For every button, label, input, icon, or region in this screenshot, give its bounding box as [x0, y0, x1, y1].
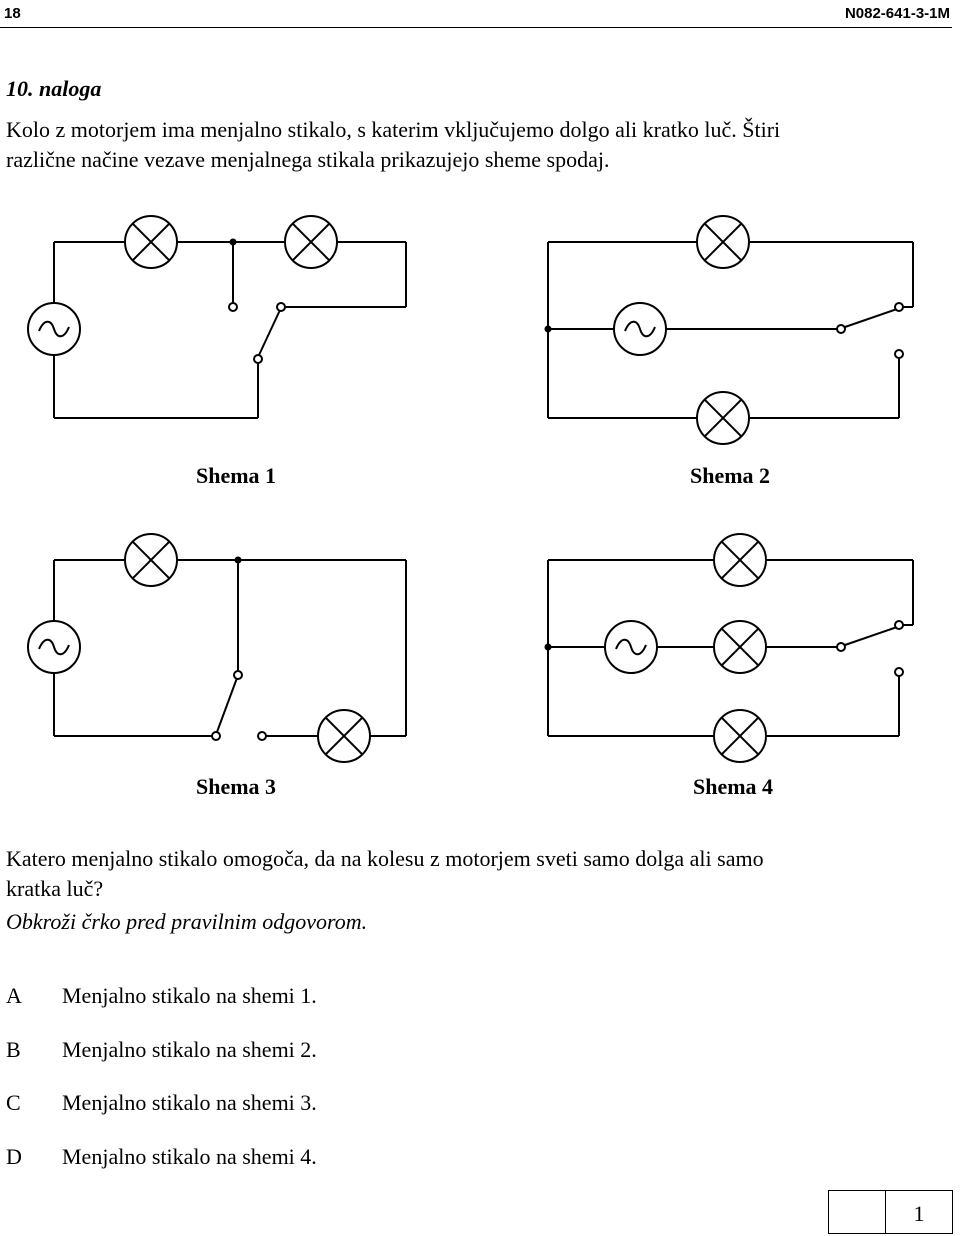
lamp-icon: [713, 709, 767, 763]
scheme-2-label: Shema 2: [690, 463, 770, 488]
task-title: 10. naloga: [6, 76, 102, 101]
switch-pivot: [233, 670, 243, 680]
score-box-divider: [885, 1191, 886, 1233]
lamp-icon: [696, 215, 750, 269]
switch-contact: [228, 302, 238, 312]
switch-contact: [894, 349, 904, 359]
scheme-1-circuit: [53, 241, 407, 419]
switch-pivot: [836, 642, 846, 652]
ac-source-icon: [27, 302, 81, 356]
option-text: Menjalno stikalo na shemi 3.: [62, 1090, 317, 1115]
option-letter[interactable]: A: [6, 983, 22, 1008]
junction-dot: [229, 238, 237, 246]
header-rule: [0, 27, 952, 28]
score-points: 1: [913, 1201, 925, 1226]
switch-contact: [211, 731, 221, 741]
scheme-4-label: Shema 4: [693, 774, 773, 799]
switch-contact: [894, 667, 904, 677]
option-letter[interactable]: B: [6, 1037, 21, 1062]
junction-dot: [544, 643, 552, 651]
ac-source-icon: [604, 620, 658, 674]
scheme-3-symbols: [27, 533, 371, 763]
option-text: Menjalno stikalo na shemi 1.: [62, 983, 317, 1008]
switch-contact: [894, 302, 904, 312]
lamp-icon: [124, 215, 178, 269]
ac-source-icon: [613, 302, 667, 356]
ac-source-icon: [27, 620, 81, 674]
option-letter[interactable]: C: [6, 1090, 21, 1115]
scheme-1-symbols: [27, 215, 338, 364]
question-line-1: Katero menjalno stikalo omogoča, da na k…: [6, 846, 764, 871]
scheme-2-symbols: [544, 215, 904, 445]
scheme-2-circuit: [547, 241, 914, 419]
scheme-4-symbols: [544, 533, 904, 763]
junction-dot: [544, 325, 552, 333]
switch-pivot: [836, 324, 846, 334]
lamp-icon: [124, 533, 178, 587]
circuit-schemes-figure: Shema 1 Shema 2 Shema 3 Shema 4: [27, 215, 914, 799]
page-number: 18: [4, 5, 21, 22]
page-header: 18 N082-641-3-1M: [0, 0, 960, 30]
document-code: N082-641-3-1M: [844, 5, 950, 22]
switch-pivot: [253, 354, 263, 364]
score-box: 1: [828, 1190, 953, 1234]
question-line-2: kratka luč?: [6, 876, 104, 901]
option-letter[interactable]: D: [6, 1144, 22, 1169]
scheme-1-label: Shema 1: [196, 463, 276, 488]
intro-text-line-2: različne načine vezave menjalnega stikal…: [6, 147, 610, 172]
lamp-icon: [284, 215, 338, 269]
scheme-3-circuit: [53, 559, 407, 737]
junction-dot: [234, 556, 242, 564]
option-text: Menjalno stikalo na shemi 2.: [62, 1037, 317, 1062]
lamp-icon: [317, 709, 371, 763]
option-text: Menjalno stikalo na shemi 4.: [62, 1144, 317, 1169]
switch-contact: [257, 731, 267, 741]
switch-contact: [894, 620, 904, 630]
switch-contact: [276, 302, 286, 312]
intro-text-line-1: Kolo z motorjem ima menjalno stikalo, s …: [6, 117, 781, 142]
lamp-icon: [713, 620, 767, 674]
lamp-icon: [713, 533, 767, 587]
lamp-icon: [696, 391, 750, 445]
scheme-3-label: Shema 3: [196, 774, 276, 799]
instruction-text: Obkroži črko pred pravilnim odgovorom.: [6, 909, 368, 934]
